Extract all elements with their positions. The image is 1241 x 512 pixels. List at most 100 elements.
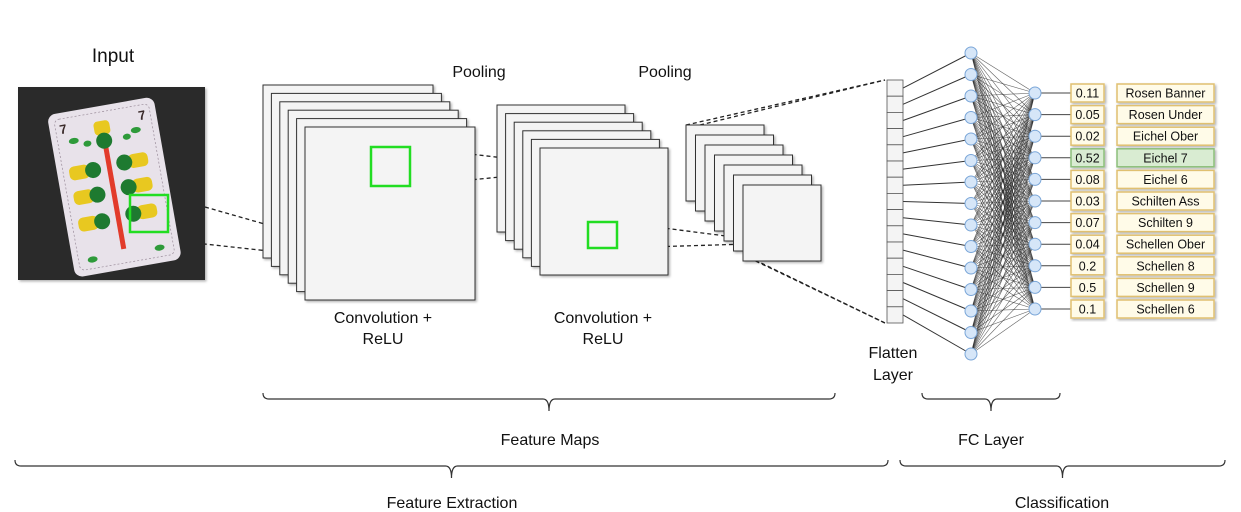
flatten-to-fc-line (902, 201, 972, 204)
neuron (964, 261, 978, 275)
fc-connection (970, 265, 1036, 355)
probability-value: 0.07 (1075, 216, 1099, 230)
conv1-filter-box (369, 145, 412, 188)
probability-value: 0.2 (1079, 259, 1096, 273)
probability-value: 0.04 (1075, 238, 1099, 252)
class-box (1116, 104, 1215, 125)
probability-value: 0.52 (1075, 151, 1099, 165)
class-label: Eichel 6 (1143, 173, 1188, 187)
neuron (964, 175, 978, 189)
flatten-cell (886, 176, 904, 194)
class-box (1116, 256, 1215, 276)
flatten-cell (886, 144, 904, 162)
flatten-cell (886, 160, 904, 178)
probability-box (1070, 299, 1105, 319)
fc-layer-brace (921, 392, 1061, 412)
fc-connection (970, 92, 1036, 333)
flatten-to-fc-line (902, 233, 972, 247)
flatten-cell (886, 241, 904, 259)
fc-connection (970, 92, 1036, 226)
fc-connection (970, 136, 1036, 355)
class-box (1116, 83, 1215, 103)
output-neuron (1028, 216, 1042, 230)
fc-neurons (964, 46, 1042, 361)
fc-connection (970, 92, 1036, 140)
fc-connection (970, 92, 1036, 97)
probability-box (1070, 234, 1105, 254)
probability-box (1070, 83, 1105, 103)
class-label: Eichel 7 (1143, 151, 1188, 165)
neuron (964, 283, 978, 296)
flatten-layer (886, 79, 904, 324)
probability-box (1070, 212, 1105, 233)
conv1-label-line2: ReLU (363, 331, 404, 348)
fc-connection (970, 74, 1036, 94)
svg-text:7: 7 (137, 107, 147, 123)
fc-connection (970, 114, 1036, 355)
class-box (1116, 299, 1215, 319)
class-box (1116, 277, 1215, 298)
dashed-projection-line (742, 254, 886, 324)
class-label: Schellen 9 (1136, 281, 1194, 295)
feature-map (742, 184, 822, 262)
flatten-cell (886, 290, 904, 308)
probability-box (1070, 277, 1105, 298)
flatten-cell (886, 209, 904, 227)
flatten-to-fc-line (902, 265, 972, 290)
feature-map-stacks (262, 84, 822, 301)
fc-connection (970, 287, 1036, 355)
fc-connection (970, 222, 1036, 355)
flatten-cell (886, 128, 904, 146)
pooling-label-1: Pooling (452, 64, 505, 81)
classification-label: Classification (1015, 495, 1109, 512)
fc-connection (970, 179, 1036, 355)
pooling-label-2: Pooling (638, 64, 691, 81)
svg-text:7: 7 (58, 121, 68, 137)
flatten-to-fc-line (902, 95, 972, 121)
neuron (964, 68, 978, 81)
classification-brace (899, 459, 1226, 479)
flatten-to-fc-line (902, 117, 972, 138)
feature-maps-brace (262, 392, 836, 412)
conv2-label-line2: ReLU (583, 331, 624, 348)
class-box (1116, 169, 1215, 190)
flatten-cell (886, 257, 904, 275)
flatten-to-fc-line (902, 138, 972, 154)
class-box (1116, 148, 1215, 168)
fc-connection (970, 308, 1036, 355)
feature-map (304, 126, 476, 301)
neuron (964, 326, 978, 339)
fc-connection (970, 92, 1036, 247)
flatten-to-fc-line (902, 282, 972, 312)
flatten-to-fc-line (902, 314, 972, 355)
flatten-cell (886, 225, 904, 243)
fc-connection (970, 52, 1036, 94)
fc-connection (970, 92, 1036, 269)
neuron (964, 197, 978, 210)
output-neuron (1028, 108, 1042, 122)
class-label: Rosen Under (1129, 108, 1203, 122)
flatten-to-fc-line (902, 181, 972, 186)
probability-box (1070, 191, 1105, 211)
class-label: Schilten 9 (1138, 216, 1193, 230)
input-receptive-field-box (128, 193, 170, 234)
neuron (964, 304, 978, 318)
class-label: Rosen Banner (1126, 87, 1206, 101)
conv1-label-line1: Convolution + (334, 310, 432, 327)
output-neuron (1028, 129, 1042, 143)
input-label: Input (92, 46, 135, 67)
fc-connection (970, 92, 1036, 183)
probability-value: 0.03 (1075, 195, 1099, 209)
fc-connection (970, 92, 1036, 290)
output-neuron (1028, 237, 1042, 251)
neuron (964, 89, 978, 103)
neuron (964, 132, 978, 146)
connection-lines (167, 52, 1071, 355)
probability-box (1070, 169, 1105, 190)
fc-connection (970, 92, 1036, 204)
neuron (964, 347, 978, 361)
flatten-to-fc-line (902, 298, 972, 333)
neuron (964, 46, 978, 60)
class-label: Schellen 8 (1136, 259, 1194, 273)
